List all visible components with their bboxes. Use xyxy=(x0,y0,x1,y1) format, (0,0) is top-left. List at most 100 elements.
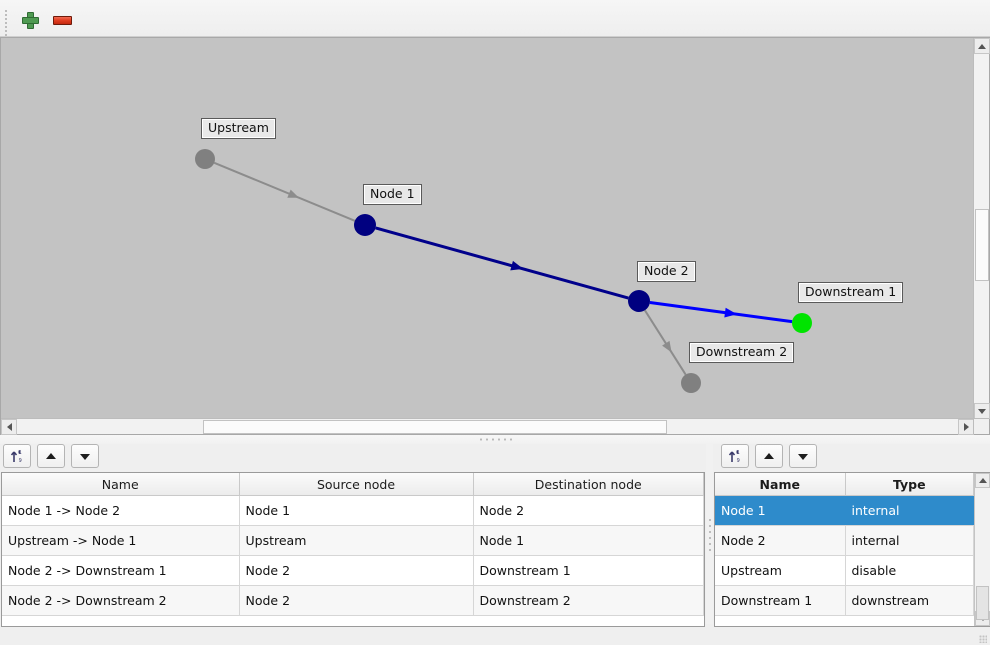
arrow-up-icon xyxy=(45,452,56,459)
edge-name[interactable]: Node 2 -> Downstream 1 xyxy=(2,555,240,586)
edge-source-node[interactable]: Node 1 xyxy=(239,495,474,526)
vertical-splitter[interactable] xyxy=(706,444,713,624)
graph-node-downstream2[interactable] xyxy=(681,373,701,393)
node-name[interactable]: Downstream 1 xyxy=(715,585,846,616)
graph-edge-arrow-node2-downstream2 xyxy=(662,340,672,353)
node-type[interactable]: internal xyxy=(845,525,974,556)
edge-destination-node[interactable]: Node 2 xyxy=(473,495,704,526)
scrollbar-corner xyxy=(973,418,989,434)
chevron-up-icon xyxy=(978,43,986,49)
edge-destination-node[interactable]: Node 1 xyxy=(473,525,704,556)
graph-node-label-node1[interactable]: Node 1 xyxy=(363,184,422,205)
status-strip xyxy=(0,629,990,645)
canvas-horizontal-scroll-thumb[interactable] xyxy=(203,420,667,434)
scroll-right-button[interactable] xyxy=(958,419,974,435)
chevron-down-icon xyxy=(978,408,986,414)
column-header-name[interactable]: Name xyxy=(2,473,240,496)
edge-destination-node[interactable]: Downstream 2 xyxy=(473,585,704,616)
edge-source-node[interactable]: Node 2 xyxy=(239,555,474,586)
nodes-scroll-up-button[interactable] xyxy=(975,473,990,488)
edge-name[interactable]: Node 2 -> Downstream 2 xyxy=(2,585,240,616)
sort-icon: 19 xyxy=(10,450,21,464)
graph-node-downstream1[interactable] xyxy=(792,313,812,333)
edge-name[interactable]: Node 1 -> Node 2 xyxy=(2,495,240,526)
graph-node-label-upstream[interactable]: Upstream xyxy=(201,118,276,139)
add-button[interactable] xyxy=(16,7,44,33)
canvas-vertical-scrollbar[interactable] xyxy=(973,38,990,419)
column-header-destination-node[interactable]: Destination node xyxy=(473,473,704,496)
edge-name[interactable]: Upstream -> Node 1 xyxy=(2,525,240,556)
svg-text:1: 1 xyxy=(18,450,21,456)
move-up-button[interactable] xyxy=(755,444,783,468)
column-header-name[interactable]: Name xyxy=(715,473,846,496)
canvas-horizontal-scrollbar[interactable] xyxy=(1,418,974,435)
move-up-button[interactable] xyxy=(37,444,65,468)
graph-edge-node1-node2[interactable] xyxy=(375,226,629,300)
horizontal-splitter[interactable] xyxy=(0,435,990,444)
svg-text:1: 1 xyxy=(736,450,739,456)
splitter-grip-vertical xyxy=(708,517,711,551)
resize-grip[interactable] xyxy=(979,635,987,643)
node-type[interactable]: disable xyxy=(845,555,974,586)
graph-edge-upstream-node1[interactable] xyxy=(213,161,356,222)
chevron-right-icon xyxy=(963,423,969,431)
column-header-type[interactable]: Type xyxy=(845,473,974,496)
svg-text:9: 9 xyxy=(736,458,739,464)
node-name[interactable]: Upstream xyxy=(715,555,846,586)
graph-node-label-node2[interactable]: Node 2 xyxy=(637,261,696,282)
nodes-scroll-thumb[interactable] xyxy=(976,586,989,620)
plus-icon xyxy=(21,11,39,29)
graph-node-node1[interactable] xyxy=(354,214,376,236)
graph-node-label-downstream1[interactable]: Downstream 1 xyxy=(798,282,904,303)
graph-node-label-downstream2[interactable]: Downstream 2 xyxy=(689,342,795,363)
move-down-button[interactable] xyxy=(71,444,99,468)
graph-node-node2[interactable] xyxy=(628,290,650,312)
sort-icon: 19 xyxy=(728,450,739,464)
scroll-down-button[interactable] xyxy=(974,403,990,419)
svg-text:9: 9 xyxy=(18,458,21,464)
node-name[interactable]: Node 1 xyxy=(715,495,846,526)
node-type[interactable]: downstream xyxy=(845,585,974,616)
nodes-table-vertical-scrollbar[interactable] xyxy=(974,473,990,626)
move-down-button[interactable] xyxy=(789,444,817,468)
node-name[interactable]: Node 2 xyxy=(715,525,846,556)
graph-node-upstream[interactable] xyxy=(195,149,215,169)
canvas-vertical-scroll-thumb[interactable] xyxy=(975,209,989,281)
toolbar-drag-handle[interactable] xyxy=(4,8,9,36)
node-type[interactable]: internal xyxy=(845,495,974,526)
edge-source-node[interactable]: Node 2 xyxy=(239,585,474,616)
arrow-down-icon xyxy=(797,453,808,460)
column-header-source-node[interactable]: Source node xyxy=(239,473,474,496)
delete-button[interactable] xyxy=(48,7,76,33)
arrow-down-icon xyxy=(79,453,90,460)
graph-edge-node2-downstream2[interactable] xyxy=(644,309,687,376)
scroll-up-button[interactable] xyxy=(974,38,990,54)
edge-source-node[interactable]: Upstream xyxy=(239,525,474,556)
splitter-grip xyxy=(478,438,512,441)
graph-edge-node2-downstream1[interactable] xyxy=(649,300,793,324)
edge-destination-node[interactable]: Downstream 1 xyxy=(473,555,704,586)
scroll-left-button[interactable] xyxy=(1,419,17,435)
